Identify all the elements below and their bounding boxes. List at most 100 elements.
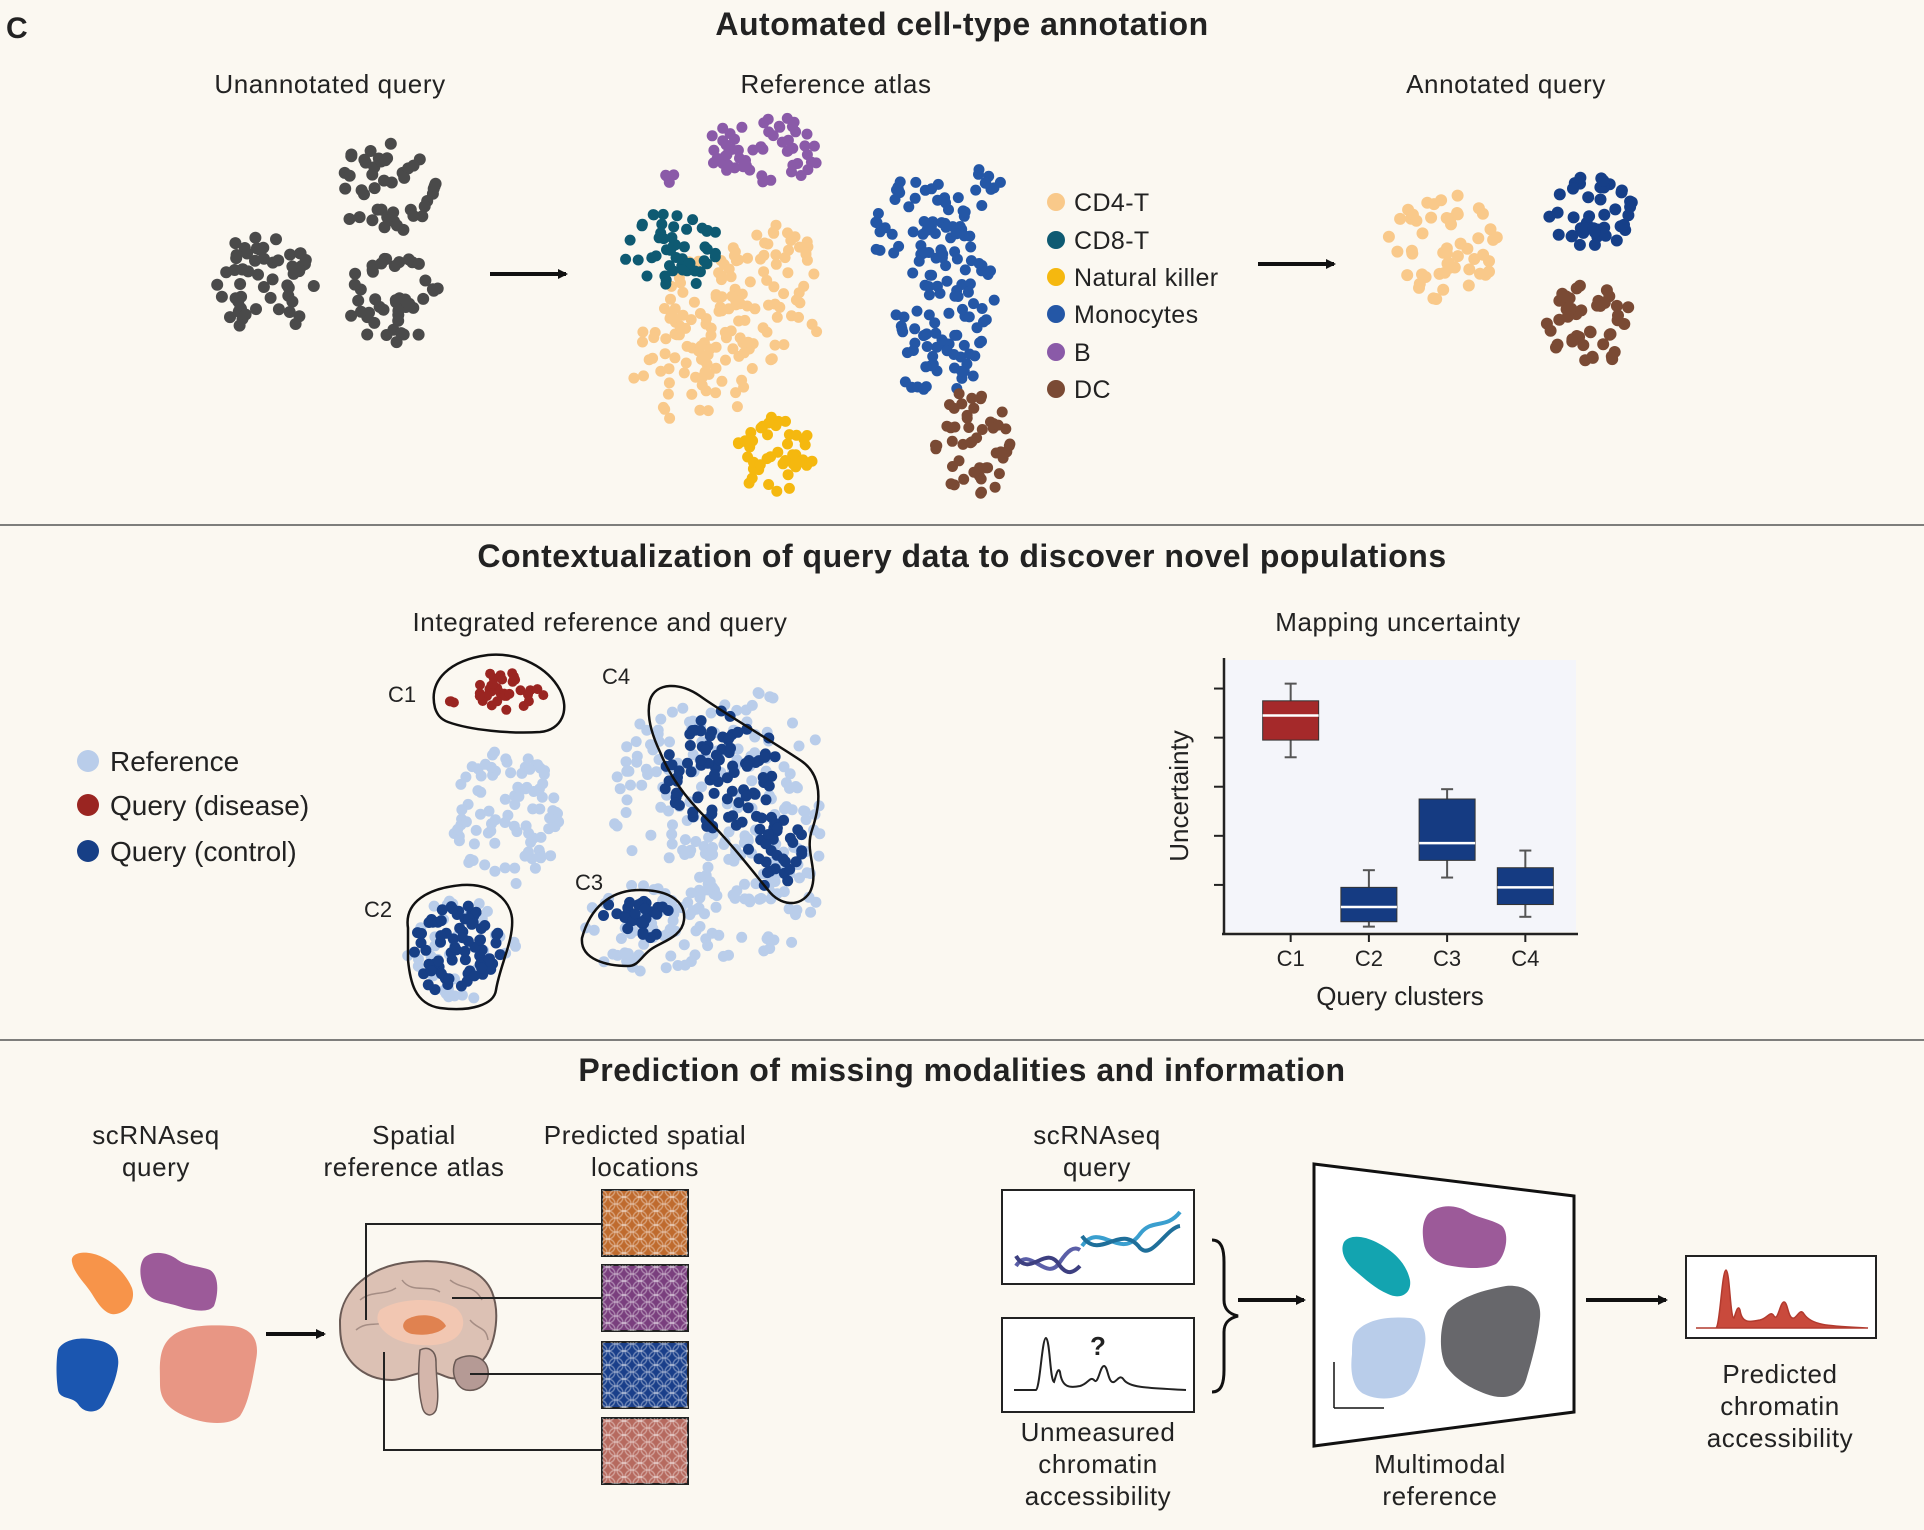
cd4t-dot	[769, 339, 781, 351]
brainstem	[417, 1347, 439, 1416]
reference-dot	[621, 765, 633, 777]
unannotated-dot	[307, 280, 320, 292]
cd4t-dot	[659, 303, 670, 314]
tile-orange-pattern	[602, 1190, 688, 1256]
unannotated-dot	[249, 254, 261, 267]
query-control-dot	[723, 811, 735, 823]
unannotated-dot	[361, 328, 374, 341]
cd4t-dot	[770, 258, 782, 270]
monocytes-dot	[920, 361, 932, 373]
reference-dot	[611, 820, 623, 832]
legend-label-b: B	[1074, 339, 1091, 367]
monocytes-dot	[920, 381, 932, 393]
b-dot	[799, 140, 811, 152]
cd8t-dot	[620, 253, 632, 265]
unannotated-dot	[234, 278, 247, 290]
celltype-legend: CD4-T CD8-T Natural killer Monocytes B D…	[1047, 189, 1218, 404]
query-control-dot	[782, 875, 794, 887]
monocytes-dot	[973, 164, 985, 176]
query-control-dot	[733, 797, 745, 809]
reference-dot	[466, 761, 478, 773]
annotated-monocytes-dot	[1594, 193, 1607, 206]
reference-dot	[509, 862, 521, 874]
cd8t-dot	[681, 223, 693, 235]
monocytes-dot	[964, 278, 976, 290]
reference-dot	[696, 781, 707, 793]
monocytes-dot	[907, 226, 919, 238]
dc-dot	[947, 461, 958, 472]
dna-strand-2a	[1080, 1210, 1182, 1248]
reference-dot	[529, 862, 541, 874]
query-control-dot	[629, 908, 641, 920]
multimodal-label-line1: Multimodal	[1374, 1449, 1506, 1479]
unannotated-dot	[395, 327, 408, 340]
dc-dot	[945, 422, 957, 434]
cd4t-dot	[782, 267, 794, 279]
monocytes-dot	[976, 303, 988, 314]
reference-dot	[761, 933, 773, 945]
reference-dot	[483, 805, 495, 817]
b-dot	[717, 135, 729, 147]
unannotated-dot	[266, 273, 279, 286]
monocytes-dot	[872, 208, 884, 219]
reference-dot	[473, 898, 485, 910]
annotated-dc-dot	[1591, 299, 1604, 312]
annotated-cd4t-dot	[1451, 189, 1464, 202]
annotated-monocytes-dot	[1553, 188, 1566, 201]
cd8t-dot	[658, 233, 670, 245]
reference-dot	[666, 838, 678, 850]
dna-helix-icon	[1014, 1210, 1182, 1274]
unannotated-dot	[215, 290, 228, 303]
monocytes-dot	[919, 247, 931, 258]
query-disease-dot	[448, 697, 459, 708]
annotated-cd4t-dot	[1477, 248, 1490, 261]
section3-title: Prediction of missing modalities and inf…	[578, 1052, 1345, 1088]
query-control-dot	[420, 944, 432, 956]
nk-dot	[771, 485, 783, 497]
query-control-dot	[686, 725, 698, 736]
legend-label-monocytes: Monocytes	[1074, 301, 1199, 329]
reference-dot	[710, 901, 722, 913]
cd8t-dot	[667, 265, 679, 277]
cd4t-dot	[714, 301, 726, 313]
cd4t-dot	[677, 286, 689, 298]
query-control-dot	[740, 790, 752, 802]
unannotated-dot	[211, 278, 224, 291]
multimodal-blobs	[1342, 1206, 1541, 1399]
multimodal-label-line2: reference	[1382, 1481, 1497, 1511]
b-dot	[734, 152, 745, 164]
dc-dot	[995, 446, 1007, 458]
b-dot	[782, 145, 794, 157]
reference-dot	[549, 821, 561, 833]
cd4t-dot	[694, 404, 706, 416]
unannotated-dot	[371, 203, 384, 216]
cd8t-dot	[656, 218, 668, 230]
reference-dot	[667, 819, 678, 831]
predicted-chromatin-trace	[1696, 1269, 1869, 1329]
b-dot	[706, 130, 718, 142]
reference-dot	[746, 775, 758, 787]
cd4t-dot	[669, 352, 681, 364]
reference-dot	[809, 734, 821, 746]
reference-dot	[814, 828, 826, 840]
monocytes-dot	[988, 294, 1000, 306]
unannotated-dot	[380, 329, 393, 341]
annotated-monocytes-dot	[1583, 210, 1596, 223]
reference-dot	[626, 845, 638, 857]
monocytes-dot	[979, 177, 991, 189]
reference-dot	[645, 739, 656, 751]
cluster-label-c4: C4	[602, 664, 630, 689]
cd4t-dot	[702, 405, 714, 417]
nk-dot	[783, 482, 795, 494]
dna-strand-1a	[1014, 1246, 1082, 1271]
nk-dot	[739, 435, 751, 447]
reference-dot	[614, 783, 626, 795]
reference-dot	[489, 837, 501, 849]
dc-dot	[1004, 438, 1016, 450]
monocytes-dot	[911, 305, 923, 317]
monocytes-dot	[965, 241, 977, 253]
reference-dot	[489, 746, 500, 758]
unannotated-dot	[286, 295, 299, 308]
query-disease-dot	[515, 685, 526, 696]
monocytes-dot	[964, 348, 975, 360]
